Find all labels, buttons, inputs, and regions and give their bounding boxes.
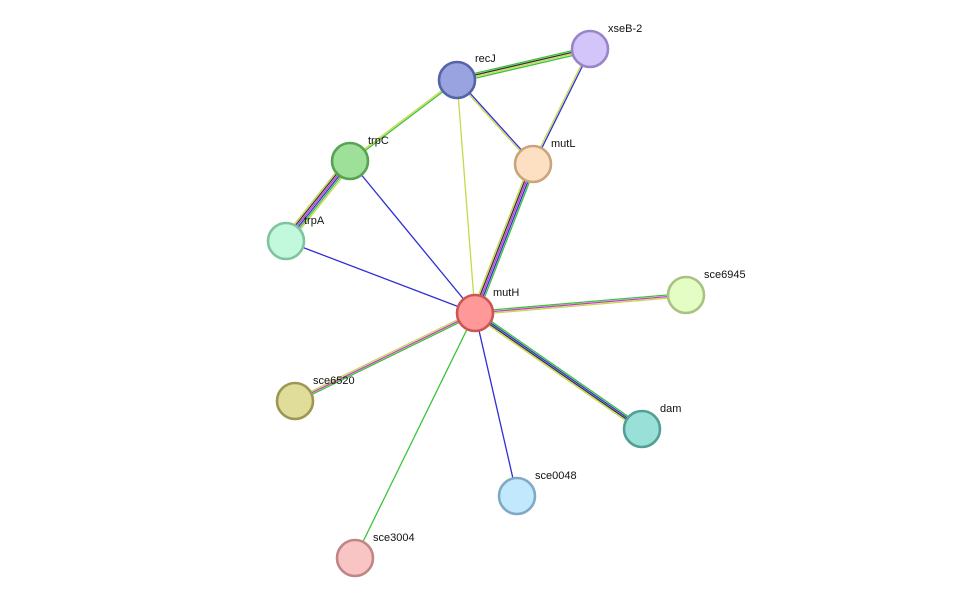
node-circle[interactable] [437, 60, 477, 100]
node-label: mutL [551, 138, 575, 150]
node-circle[interactable] [513, 144, 553, 184]
edge-evidence-line [350, 80, 458, 163]
node-label: sce0048 [535, 470, 577, 482]
edge-evidence-line [285, 240, 476, 314]
edge-evidence-line [295, 313, 476, 404]
node-label: mutH [493, 287, 519, 299]
node-label: sce6945 [704, 269, 746, 281]
edge-evidence-line [531, 48, 590, 164]
edge-trpa-muth [285, 240, 476, 314]
edge-trpc-muth [349, 160, 476, 314]
edge-evidence-line [354, 312, 476, 559]
node-recj[interactable]: recJ [437, 53, 496, 100]
edge-evidence-line [475, 295, 687, 316]
edge-evidence-line [475, 164, 536, 314]
edge-recj-trpc [349, 78, 458, 163]
node-sce6945[interactable]: sce6945 [666, 269, 746, 315]
edge-evidence-line [474, 294, 687, 314]
nodes-layer: mutH recJ xseB-2 mutL trpC trpA sce6945 sce6520… [266, 23, 746, 578]
edge-evidence-line [472, 163, 533, 313]
node-muth[interactable]: mutH [455, 287, 519, 333]
edge-evidence-line [457, 50, 591, 83]
node-xseb-2[interactable]: xseB-2 [570, 23, 642, 69]
edge-evidence-line [457, 49, 591, 82]
edge-evidence-line [349, 78, 457, 161]
edge-xseb-2-mutl [531, 48, 592, 165]
node-label: recJ [475, 53, 496, 65]
edge-evidence-line [474, 292, 686, 313]
edge-evidence-line [473, 314, 642, 432]
edge-evidence-line [456, 46, 590, 79]
edge-evidence-line [471, 162, 531, 313]
node-label: trpA [304, 215, 325, 227]
edge-muth-sce6945 [474, 292, 687, 316]
edge-evidence-line [477, 164, 537, 315]
edge-muth-dam [473, 310, 644, 432]
node-sce3004[interactable]: sce3004 [335, 532, 415, 578]
node-circle[interactable] [570, 29, 610, 69]
node-dam[interactable]: dam [622, 403, 681, 449]
edge-evidence-line [474, 312, 518, 497]
node-label: trpC [368, 135, 389, 147]
node-circle[interactable] [497, 476, 537, 516]
edge-evidence-line [294, 310, 475, 401]
edge-evidence-line [294, 312, 476, 402]
edge-evidence-line [474, 313, 642, 431]
node-label: sce6520 [313, 375, 355, 387]
edge-evidence-line [475, 311, 643, 429]
node-trpa[interactable]: trpA [266, 215, 325, 261]
edge-muth-sce3004 [354, 312, 476, 559]
node-circle[interactable] [622, 409, 662, 449]
node-circle[interactable] [455, 293, 495, 333]
node-circle[interactable] [666, 275, 706, 315]
edge-recj-muth [456, 79, 476, 314]
node-mutl[interactable]: mutL [513, 138, 575, 184]
node-sce0048[interactable]: sce0048 [497, 470, 577, 516]
edge-evidence-line [456, 79, 476, 314]
node-circle[interactable] [335, 538, 375, 578]
edge-evidence-line [349, 160, 476, 314]
node-circle[interactable] [266, 221, 306, 261]
node-circle[interactable] [330, 141, 370, 181]
node-label: sce3004 [373, 532, 415, 544]
edge-recj-xseb-2 [456, 46, 591, 83]
edge-muth-sce6520 [294, 310, 476, 404]
node-label: xseB-2 [608, 23, 642, 35]
node-circle[interactable] [275, 381, 315, 421]
edge-mutl-muth [471, 162, 537, 315]
edge-evidence-line [475, 310, 644, 428]
edge-evidence-line [533, 49, 592, 165]
edge-evidence-line [474, 163, 534, 314]
edge-muth-sce0048 [474, 312, 518, 497]
node-trpc[interactable]: trpC [330, 135, 389, 181]
edge-evidence-line [456, 47, 590, 80]
node-label: dam [660, 403, 681, 415]
node-sce6520[interactable]: sce6520 [275, 375, 355, 421]
